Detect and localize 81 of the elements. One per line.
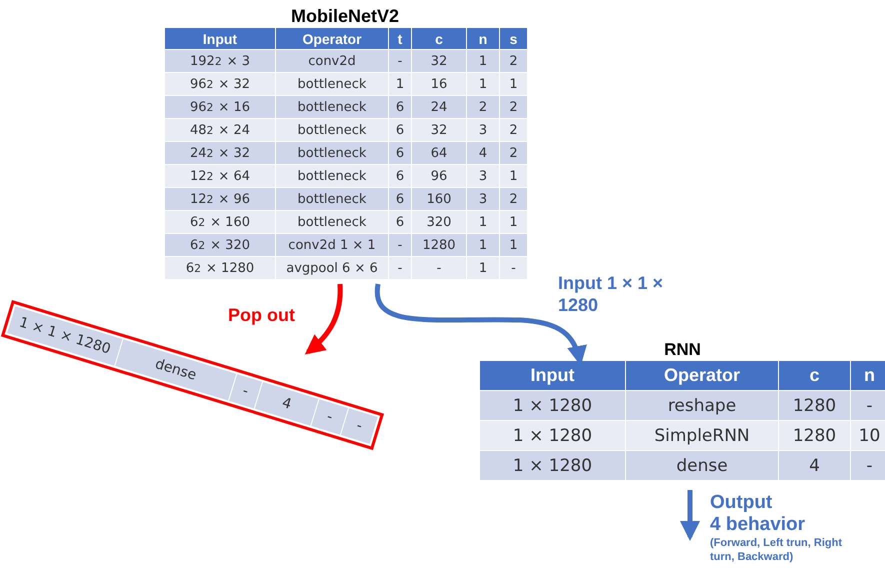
- table-cell: 2: [500, 119, 527, 141]
- table-cell: 32: [412, 119, 466, 141]
- table-cell: -: [500, 257, 527, 279]
- table-header-cell: t: [389, 28, 411, 49]
- table-cell: -: [389, 50, 411, 72]
- table-cell: bottleneck: [276, 211, 388, 233]
- output-note: (Forward, Left trun, Right turn, Backward): [710, 536, 843, 564]
- table-cell: 3: [467, 165, 499, 187]
- table-cell: 1: [467, 211, 499, 233]
- table-cell: -: [851, 451, 885, 480]
- table-cell: 4: [779, 451, 850, 480]
- table-header-cell: c: [779, 361, 850, 390]
- table-cell: bottleneck: [276, 188, 388, 210]
- table-cell: bottleneck: [276, 119, 388, 141]
- arrow: [680, 490, 700, 541]
- table-cell: reshape: [626, 391, 778, 420]
- table-cell: 6: [389, 96, 411, 118]
- table-cell: 6: [389, 211, 411, 233]
- table-cell: 2: [467, 96, 499, 118]
- table-cell: 2: [500, 96, 527, 118]
- table-cell: 2: [500, 50, 527, 72]
- table-cell: 1: [467, 257, 499, 279]
- table-header-cell: c: [412, 28, 466, 49]
- table-cell: 6: [389, 165, 411, 187]
- table-cell: bottleneck: [276, 165, 388, 187]
- table-header-cell: Input: [480, 361, 625, 390]
- table-cell: dense: [626, 451, 778, 480]
- table-cell: 1 × 1280: [480, 391, 625, 420]
- table-header-cell: n: [467, 28, 499, 49]
- table-title: MobileNetV2: [290, 6, 400, 27]
- table-title: RNN: [663, 340, 702, 360]
- output-heading: 4 behavior: [710, 514, 806, 536]
- table-cell: 3: [467, 119, 499, 141]
- table-cell: avgpool 6 × 6: [276, 257, 388, 279]
- table-header-cell: n: [851, 361, 885, 390]
- table-cell: 2: [500, 188, 527, 210]
- table-cell: 1: [500, 73, 527, 95]
- table-cell: 1: [500, 165, 527, 187]
- table-cell: -: [851, 391, 885, 420]
- table-header-cell: Operator: [276, 28, 388, 49]
- table-cell: 3: [467, 188, 499, 210]
- table-cell: 2: [500, 142, 527, 164]
- table-cell: bottleneck: [276, 142, 388, 164]
- table-cell: bottleneck: [276, 73, 388, 95]
- table-cell: 6: [389, 119, 411, 141]
- table-cell: 6: [389, 188, 411, 210]
- table-cell: 1280: [779, 391, 850, 420]
- table-cell: -: [340, 408, 378, 444]
- table-header-cell: Input: [165, 28, 275, 49]
- table-cell: 16: [412, 73, 466, 95]
- table-cell: 1: [500, 211, 527, 233]
- table-cell: 1: [467, 234, 499, 256]
- table-cell: 24: [412, 96, 466, 118]
- table-cell: SimpleRNN: [626, 421, 778, 450]
- output-heading: Output: [710, 492, 772, 514]
- table-header-cell: Operator: [626, 361, 778, 390]
- table-cell: 320: [412, 211, 466, 233]
- table-cell: 10: [851, 421, 885, 450]
- table-cell: bottleneck: [276, 96, 388, 118]
- table-cell: 1 × 1280: [480, 421, 625, 450]
- table-cell: 4: [254, 382, 318, 426]
- table-cell: 1280: [412, 234, 466, 256]
- table-cell: 4: [467, 142, 499, 164]
- table-cell: conv2d 1 × 1: [276, 234, 388, 256]
- table-cell: 6: [389, 142, 411, 164]
- table-cell: 32: [412, 50, 466, 72]
- table-header-cell: s: [500, 28, 527, 49]
- table-cell: 1 × 1280: [480, 451, 625, 480]
- table-cell: 1: [467, 50, 499, 72]
- table-cell: -: [389, 257, 411, 279]
- table-cell: -: [389, 234, 411, 256]
- table-cell: 1: [467, 73, 499, 95]
- table-cell: 96: [412, 165, 466, 187]
- table-cell: 64: [412, 142, 466, 164]
- table-cell: 1280: [779, 421, 850, 450]
- arrow: [304, 284, 343, 355]
- table-cell: -: [412, 257, 466, 279]
- table-cell: 160: [412, 188, 466, 210]
- table-cell: conv2d: [276, 50, 388, 72]
- table-cell: 1: [500, 234, 527, 256]
- table-cell: 1: [389, 73, 411, 95]
